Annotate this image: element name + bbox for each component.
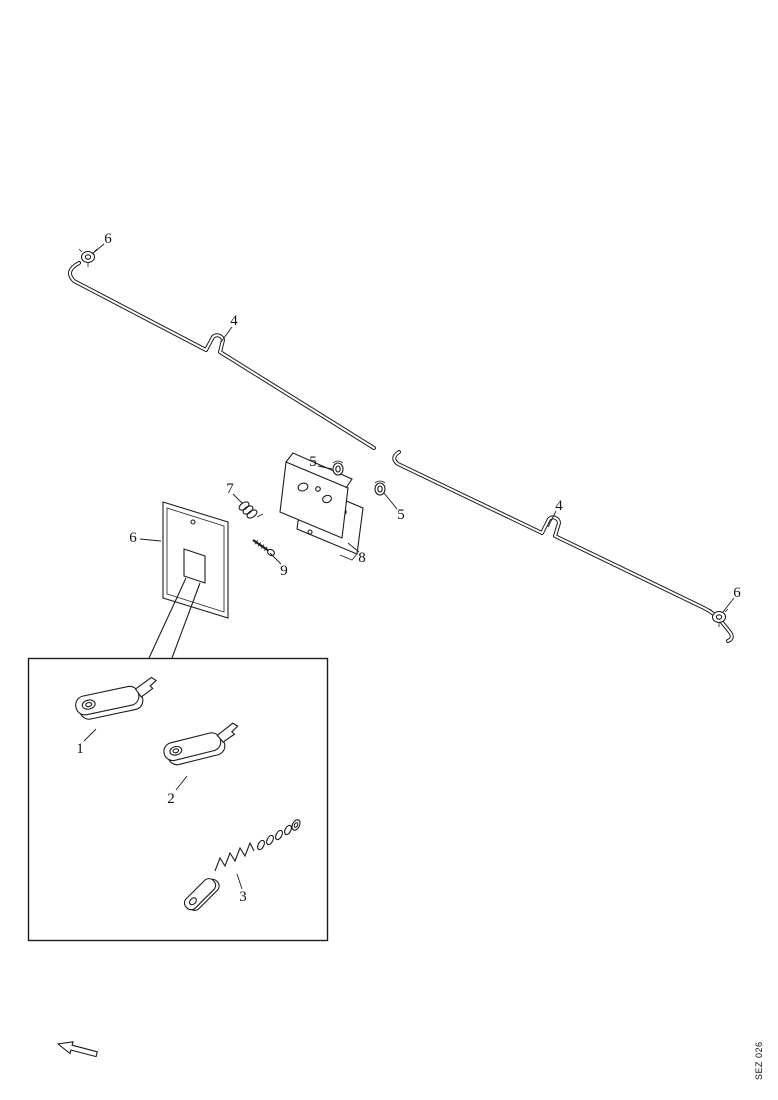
callout-rod-bend-lower: 4 bbox=[555, 498, 563, 514]
callout-clip-top-left: 6 bbox=[104, 231, 112, 247]
detail-callout-lines bbox=[148, 577, 201, 659]
callout-key-wing: 1 bbox=[76, 741, 84, 757]
callout-bushing-lower: 5 bbox=[397, 507, 405, 523]
figure-code: SEZ 026 bbox=[754, 1041, 764, 1080]
linkage-rod-left bbox=[68, 261, 376, 450]
callout-key-plain: 2 bbox=[167, 791, 175, 807]
detail-inset-box bbox=[27, 657, 329, 942]
callout-clip-bottom-right: 6 bbox=[733, 585, 741, 601]
key-plain bbox=[163, 722, 239, 766]
linkage-rod-right bbox=[392, 450, 734, 643]
callout-spring-clip: 7 bbox=[226, 481, 234, 497]
screw bbox=[252, 539, 275, 557]
callout-lock-cylinder: 3 bbox=[239, 889, 247, 905]
lock-plate bbox=[162, 501, 229, 619]
callout-screw: 9 bbox=[280, 563, 288, 579]
callout-rod-bend-upper: 4 bbox=[230, 313, 238, 329]
direction-arrow-icon bbox=[56, 1041, 98, 1058]
bushing-lower bbox=[374, 480, 386, 496]
callout-labels: 6 4 5 7 6 8 9 5 4 6 1 2 3 bbox=[76, 231, 741, 905]
leader-lines bbox=[83, 243, 735, 890]
retainer-clip-bottom-right bbox=[709, 608, 729, 627]
callout-bushing-upper: 5 bbox=[309, 454, 317, 470]
callout-lock-plate: 6 bbox=[129, 530, 137, 546]
spring-clip bbox=[238, 501, 264, 519]
lock-cylinder-set bbox=[183, 819, 301, 911]
key-wing bbox=[75, 676, 158, 720]
bushing-upper bbox=[332, 460, 344, 476]
callout-latch-bracket: 8 bbox=[358, 550, 366, 566]
latch-bracket bbox=[279, 452, 364, 561]
